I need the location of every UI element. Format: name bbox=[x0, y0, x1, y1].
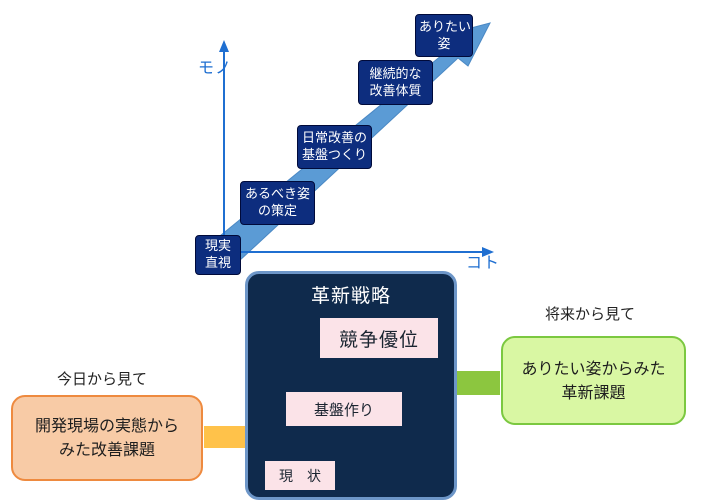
x-axis-label: コト bbox=[466, 253, 501, 272]
today-caption: 今日から見て bbox=[57, 370, 148, 388]
future-issues-line2: 革新課題 bbox=[561, 382, 626, 402]
step-continuous-improvement-line2: 改善体質 bbox=[369, 83, 422, 99]
step-ideal-definition-line2: の策定 bbox=[257, 204, 297, 219]
step-ideal-state: ありたい 姿 bbox=[415, 14, 473, 57]
step-daily-improvement-line1: 日常改善の bbox=[301, 131, 367, 146]
step-ideal-state-line1: ありたい bbox=[419, 19, 472, 35]
y-axis-label: モノ bbox=[198, 58, 233, 77]
current-state-box: 現 状 bbox=[265, 461, 335, 490]
step-reality-line2: 直視 bbox=[204, 256, 231, 271]
step-continuous-improvement-line1: 継続的な bbox=[369, 66, 422, 82]
step-ideal-definition: あるべき姿 の策定 bbox=[240, 181, 315, 225]
step-reality-line1: 現実 bbox=[204, 239, 231, 254]
foundation-box: 基盤作り bbox=[286, 392, 402, 426]
today-issues-line1: 開発現場の実態から bbox=[34, 416, 179, 435]
today-issues-line2: みた改善課題 bbox=[58, 440, 155, 459]
future-issues-box: ありたい姿からみた 革新課題 bbox=[501, 336, 686, 425]
today-issues-box: 開発現場の実態から みた改善課題 bbox=[11, 395, 203, 481]
step-daily-improvement: 日常改善の 基盤つくり bbox=[297, 125, 372, 169]
future-issues-line1: ありたい姿からみた bbox=[521, 358, 666, 378]
step-daily-improvement-line2: 基盤つくり bbox=[301, 148, 367, 163]
step-ideal-state-line2: 姿 bbox=[437, 36, 451, 52]
future-caption: 将来から見て bbox=[545, 305, 636, 323]
x-axis-arrowhead bbox=[482, 247, 494, 257]
strategy-title: 革新戦略 bbox=[310, 285, 391, 307]
step-reality: 現実 直視 bbox=[195, 235, 241, 275]
y-axis-arrowhead bbox=[219, 40, 229, 52]
goal-box: 競争優位 bbox=[320, 318, 438, 358]
step-ideal-definition-line1: あるべき姿 bbox=[244, 187, 310, 202]
step-continuous-improvement: 継続的な 改善体質 bbox=[358, 60, 433, 105]
